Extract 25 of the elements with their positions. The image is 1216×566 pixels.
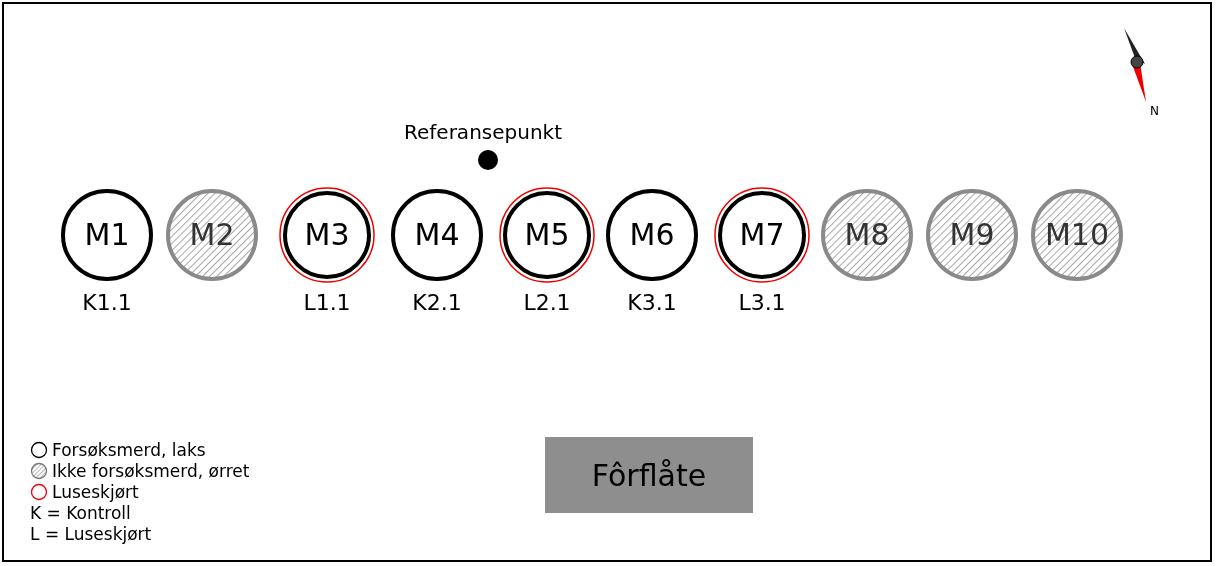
skirted-cage-circle: M7 (714, 187, 810, 283)
cage-code-label: K1.1 (81, 290, 133, 315)
cage-code-label: L1.1 (302, 290, 352, 315)
feed-raft-box: Fôrflåte (545, 437, 753, 513)
hatched-cage-circle: M2 (164, 187, 260, 283)
cage-code-label: K3.1 (626, 290, 678, 315)
cage-circle: M1 (59, 187, 155, 283)
reference-point-dot (478, 150, 498, 170)
north-label: N (1150, 104, 1159, 118)
legend-text: L = Luseskjørt (30, 524, 152, 544)
skirted-cage-circle: M3 (279, 187, 375, 283)
cage-code-label: L2.1 (522, 290, 572, 315)
hatched-cage-circle: M8 (819, 187, 915, 283)
cage-circle: M4 (389, 187, 485, 283)
skirted-cage-circle: M5 (499, 187, 595, 283)
legend-text: K = Kontroll (30, 503, 131, 523)
legend-text: Forsøksmerd, laks (52, 440, 206, 460)
reference-point-label: Referansepunkt (404, 120, 562, 144)
legend-text: Ikke forsøksmerd, ørret (52, 461, 250, 481)
hatched-cage-circle: M9 (924, 187, 1020, 283)
cage-code-label: L3.1 (737, 290, 787, 315)
cage-circle: M6 (604, 187, 700, 283)
cage-code-label: K2.1 (411, 290, 463, 315)
hatched-cage-circle: M10 (1029, 187, 1125, 283)
legend-text: Luseskjørt (52, 482, 139, 502)
